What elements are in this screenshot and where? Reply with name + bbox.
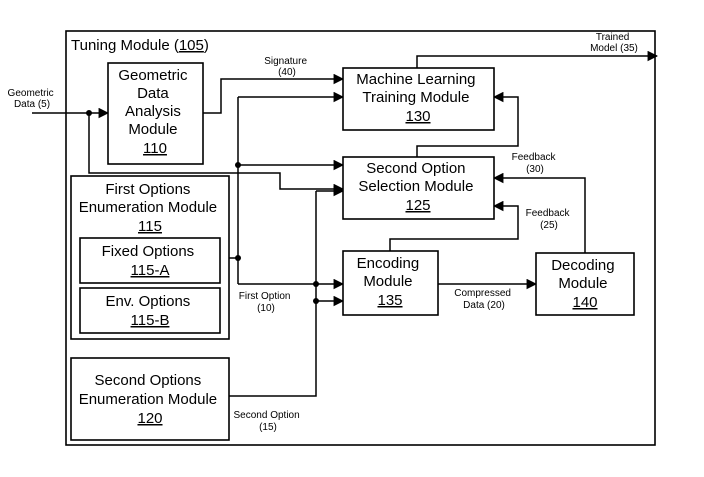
feedback-25-label: Feedback (25) [526, 208, 573, 231]
second-option-selection-module-label: Second Option Selection Module 125 [358, 160, 477, 214]
geometric-data-label: Geometric Data (5) [8, 88, 57, 110]
compressed-data-label: Compressed Data (20) [454, 288, 513, 311]
connectors [32, 50, 659, 397]
geometric-data-analysis-module-box [107, 62, 204, 165]
fixed-options-label: Fixed Options 115-A [102, 243, 199, 279]
feedback-30-arrow [492, 172, 586, 253]
ml-training-module-box [342, 67, 495, 131]
decoding-module-label: Decoding Module 140 [551, 257, 619, 311]
second-option-label: Second Option (15) [234, 410, 303, 433]
tuning-module-title: Tuning Module (105) [71, 37, 209, 54]
encoding-module-box [342, 250, 439, 316]
env-options-label: Env. Options 115-B [106, 293, 195, 329]
ml-training-module-label: Machine Learning Training Module 130 [356, 71, 479, 125]
decoding-module-box [535, 252, 635, 316]
junction-dot [235, 162, 241, 168]
junction-dot [313, 281, 319, 287]
first-options-enumeration-module-label: First Options Enumeration Module 115 [79, 181, 222, 235]
trained-model-label: Trained Model (35) [590, 32, 638, 54]
first-option-label: First Option (10) [239, 291, 293, 314]
signature-label: Signature (40) [264, 56, 310, 78]
feedback-25-arrow [389, 200, 519, 251]
trained-model-arrow [416, 50, 659, 68]
geometric-to-selection-arrow [88, 113, 345, 195]
second-option-bus [229, 191, 317, 397]
geometric-data-analysis-module-label: Geometric Data Analysis Module 110 [118, 67, 191, 157]
second-options-enumeration-module-box [70, 357, 230, 441]
junction-dot [313, 298, 319, 304]
env-options-box [79, 287, 221, 334]
second-options-enumeration-module-label: Second Options Enumeration Module 120 [79, 372, 222, 427]
second-option-selection-module-box [342, 156, 495, 220]
encoding-module-label: Encoding Module 135 [357, 255, 424, 309]
signature-arrow [203, 73, 345, 114]
selection-to-ml-arrow [416, 91, 519, 157]
junction-dot [235, 255, 241, 261]
fixed-options-box [79, 237, 221, 284]
junction-dot [86, 110, 92, 116]
feedback-30-label: Feedback (30) [512, 152, 559, 175]
